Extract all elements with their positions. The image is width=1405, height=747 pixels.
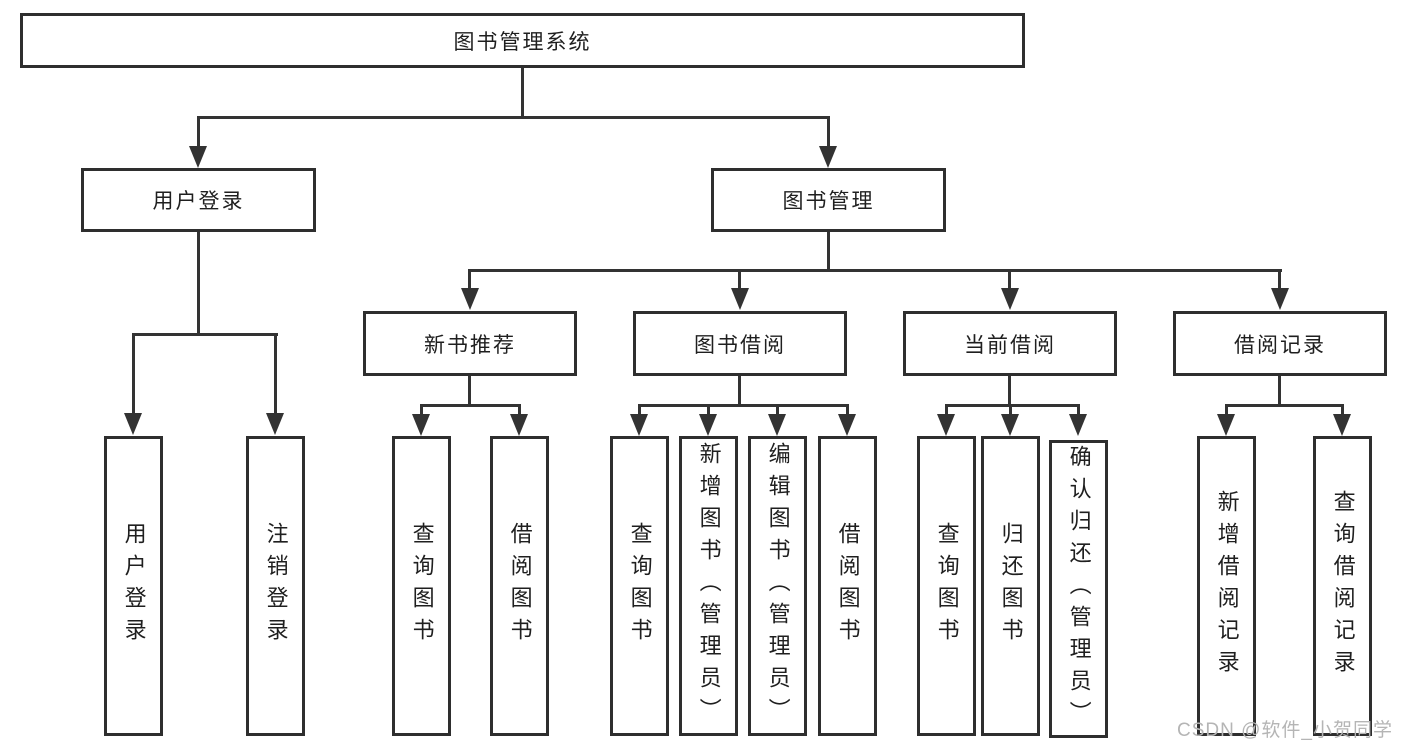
connector-current-borrow-stub xyxy=(1008,376,1011,406)
node-borrow-records: 借阅记录 xyxy=(1173,311,1387,376)
connector-drop-nb-borrow xyxy=(518,404,521,415)
connector-borrow-records-stub xyxy=(1278,376,1281,406)
node-new-book-recommend-label: 新书推荐 xyxy=(424,333,516,357)
leaf-bb-query-book: 查询图书 xyxy=(610,436,669,736)
connector-user-login-stub xyxy=(197,232,200,335)
node-current-borrow-label: 当前借阅 xyxy=(964,333,1056,357)
connector-drop-cb-query xyxy=(945,404,948,415)
connector-drop-borrow-records xyxy=(1278,269,1281,289)
connector-drop-user-login xyxy=(197,116,200,148)
node-borrow-records-label: 借阅记录 xyxy=(1234,333,1326,357)
connector-level1-split xyxy=(197,116,830,119)
connector-book-mgmt-stub xyxy=(827,232,830,272)
leaf-user-login-label: 用户登录 xyxy=(121,522,147,650)
leaf-cb-query-book-label: 查询图书 xyxy=(934,522,960,650)
leaf-nb-borrow-book: 借阅图书 xyxy=(490,436,549,736)
connector-drop-nb-query xyxy=(420,404,423,415)
connector-book-borrow-split xyxy=(638,404,849,407)
node-root: 图书管理系统 xyxy=(20,13,1025,68)
arrowhead-br-add xyxy=(1217,414,1235,436)
node-book-borrow-label: 图书借阅 xyxy=(694,333,786,357)
leaf-bb-borrow-book-label: 借阅图书 xyxy=(835,522,861,650)
node-book-mgmt: 图书管理 xyxy=(711,168,946,232)
arrowhead-bb-query xyxy=(630,414,648,436)
connector-drop-bb-edit xyxy=(776,404,779,415)
connector-drop-br-query xyxy=(1341,404,1344,415)
leaf-br-query-record-label: 查询借阅记录 xyxy=(1330,490,1356,682)
leaf-bb-borrow-book: 借阅图书 xyxy=(818,436,877,736)
connector-drop-book-borrow xyxy=(738,269,741,289)
arrowhead-bb-edit xyxy=(768,414,786,436)
leaf-cb-confirm-return-admin-label: 确认归还（管理员） xyxy=(1066,445,1092,733)
leaf-user-login: 用户登录 xyxy=(104,436,163,736)
arrowhead-book-borrow xyxy=(731,288,749,310)
arrowhead-bb-borrow xyxy=(838,414,856,436)
node-current-borrow: 当前借阅 xyxy=(903,311,1117,376)
arrowhead-cb-query xyxy=(937,414,955,436)
connector-new-book-split xyxy=(420,404,521,407)
connector-drop-cb-return xyxy=(1009,404,1012,415)
node-user-login-label: 用户登录 xyxy=(152,190,245,213)
connector-new-book-stub xyxy=(468,376,471,406)
connector-drop-book-mgmt xyxy=(827,116,830,148)
leaf-bb-edit-book-admin-label: 编辑图书（管理员） xyxy=(765,442,791,730)
node-root-label: 图书管理系统 xyxy=(453,30,592,54)
leaf-bb-add-book-admin-label: 新增图书（管理员） xyxy=(696,442,722,730)
arrowhead-br-query xyxy=(1333,414,1351,436)
connector-current-borrow-split xyxy=(945,404,1080,407)
arrowhead-nb-borrow xyxy=(510,414,528,436)
leaf-logout: 注销登录 xyxy=(246,436,305,736)
arrowhead-leaf-user-login xyxy=(124,413,142,435)
connector-drop-br-add xyxy=(1225,404,1228,415)
node-new-book-recommend: 新书推荐 xyxy=(363,311,577,376)
leaf-nb-query-book-label: 查询图书 xyxy=(409,522,435,650)
node-book-mgmt-label: 图书管理 xyxy=(782,190,875,213)
connector-drop-bb-query xyxy=(638,404,641,415)
leaf-cb-return-book-label: 归还图书 xyxy=(998,522,1024,650)
leaf-bb-edit-book-admin: 编辑图书（管理员） xyxy=(748,436,807,736)
arrowhead-current-borrow xyxy=(1001,288,1019,310)
connector-drop-new-book xyxy=(468,269,471,289)
connector-borrow-records-split xyxy=(1225,404,1344,407)
leaf-cb-query-book: 查询图书 xyxy=(917,436,976,736)
leaf-br-add-record-label: 新增借阅记录 xyxy=(1214,490,1240,682)
arrowhead-borrow-records xyxy=(1271,288,1289,310)
connector-book-borrow-stub xyxy=(738,376,741,406)
csdn-watermark: CSDN @软件_小贺同学 xyxy=(1177,720,1393,741)
connector-drop-leaf-logout xyxy=(274,333,277,414)
arrowhead-leaf-logout xyxy=(266,413,284,435)
connector-drop-bb-borrow xyxy=(846,404,849,415)
arrowhead-user-login xyxy=(189,146,207,168)
connector-level3-split xyxy=(468,269,1282,272)
leaf-br-query-record: 查询借阅记录 xyxy=(1313,436,1372,736)
arrowhead-book-mgmt xyxy=(819,146,837,168)
arrowhead-cb-confirm xyxy=(1069,414,1087,436)
connector-drop-cb-confirm xyxy=(1077,404,1080,415)
leaf-nb-borrow-book-label: 借阅图书 xyxy=(507,522,533,650)
leaf-bb-add-book-admin: 新增图书（管理员） xyxy=(679,436,738,736)
leaf-cb-return-book: 归还图书 xyxy=(981,436,1040,736)
leaf-logout-label: 注销登录 xyxy=(263,522,289,650)
leaf-cb-confirm-return-admin: 确认归还（管理员） xyxy=(1049,440,1108,738)
arrowhead-new-book xyxy=(461,288,479,310)
connector-drop-current-borrow xyxy=(1008,269,1011,289)
arrowhead-bb-add xyxy=(699,414,717,436)
leaf-nb-query-book: 查询图书 xyxy=(392,436,451,736)
connector-drop-leaf-user-login xyxy=(132,333,135,414)
leaf-bb-query-book-label: 查询图书 xyxy=(627,522,653,650)
connector-root-stub xyxy=(521,68,524,117)
leaf-br-add-record: 新增借阅记录 xyxy=(1197,436,1256,736)
connector-drop-bb-add xyxy=(707,404,710,415)
node-user-login: 用户登录 xyxy=(81,168,316,232)
arrowhead-nb-query xyxy=(412,414,430,436)
node-book-borrow: 图书借阅 xyxy=(633,311,847,376)
arrowhead-cb-return xyxy=(1001,414,1019,436)
connector-user-login-split xyxy=(132,333,278,336)
